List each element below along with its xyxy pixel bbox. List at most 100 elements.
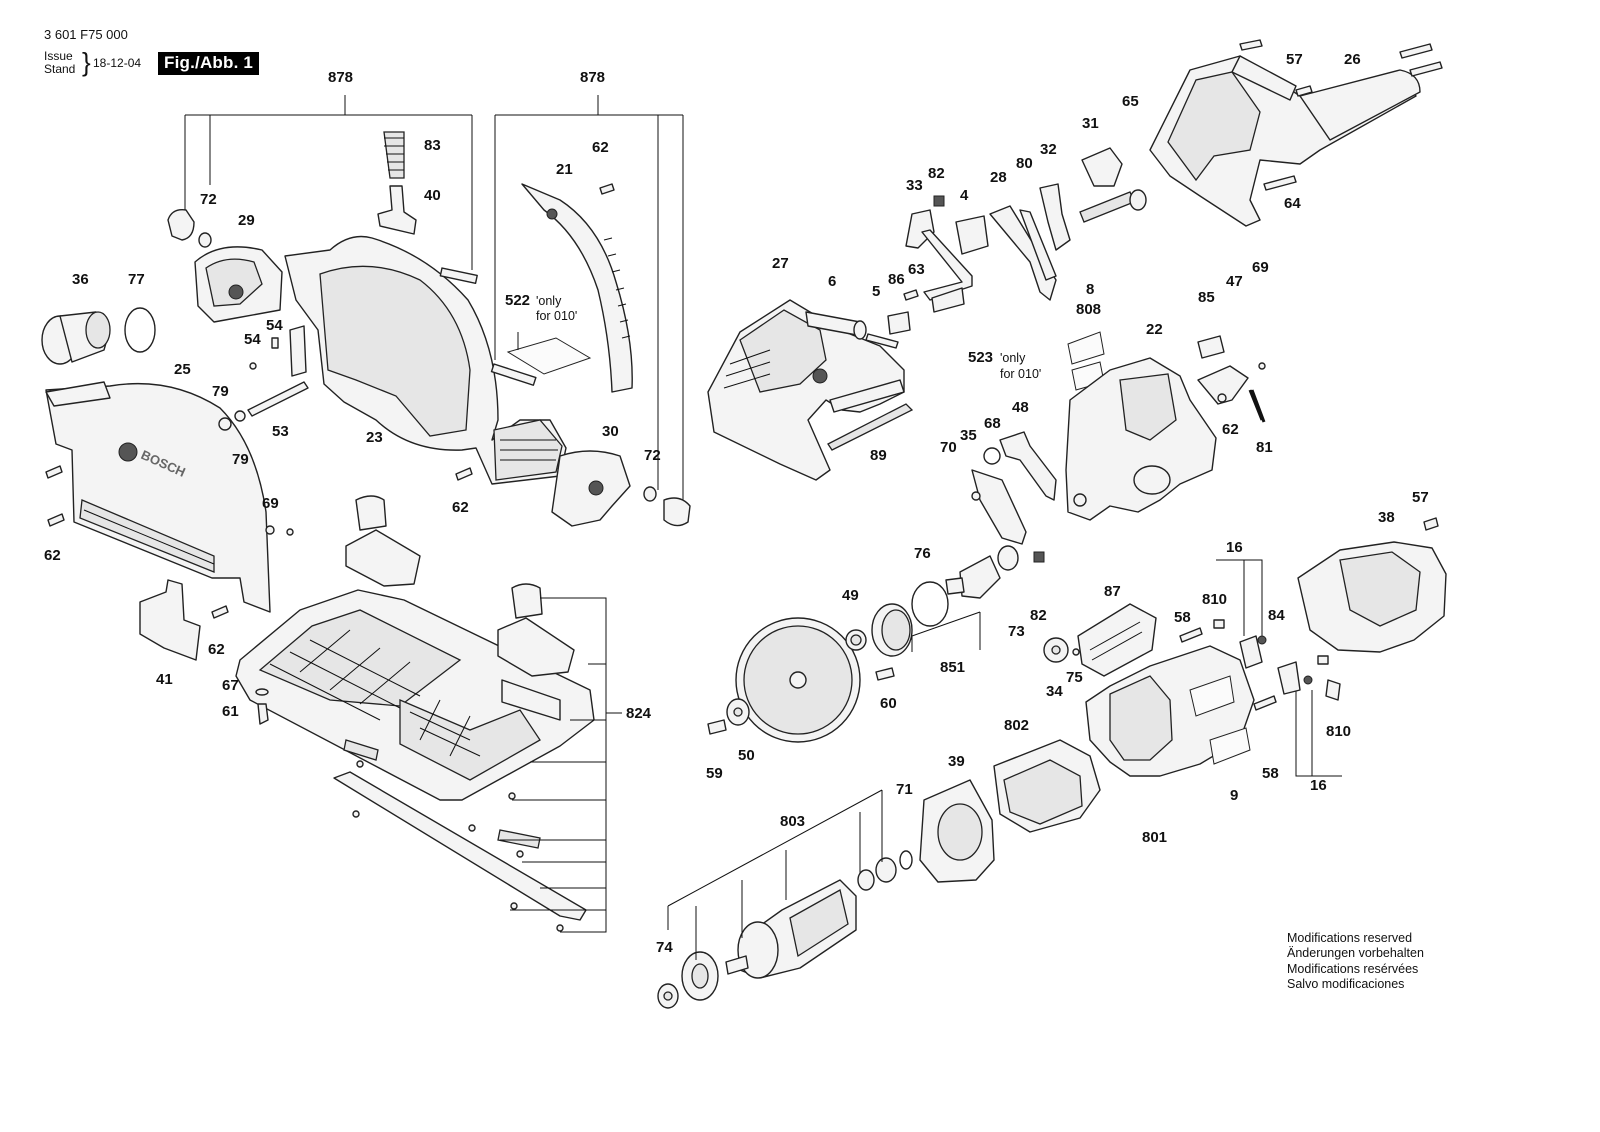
part-27-motor-housing <box>707 299 905 481</box>
label-60: 60 <box>880 695 897 712</box>
label-89: 89 <box>870 447 887 464</box>
part-77-o-ring <box>124 307 156 353</box>
part-72-cap <box>167 209 212 248</box>
label-29: 29 <box>238 212 255 229</box>
label-16-b: 16 <box>1310 777 1327 794</box>
part-824-base-plate <box>235 495 595 921</box>
label-4: 4 <box>960 187 969 204</box>
bracket-878-right <box>494 95 684 520</box>
label-86: 86 <box>888 271 905 288</box>
label-87: 87 <box>1104 583 1121 600</box>
label-41: 41 <box>156 671 173 688</box>
label-54-b: 54 <box>244 331 261 348</box>
label-82-b: 82 <box>1030 607 1047 624</box>
label-36: 36 <box>72 271 89 288</box>
part-71-washer <box>899 850 913 870</box>
label-62-a: 62 <box>592 139 609 156</box>
label-79-b: 79 <box>232 451 249 468</box>
label-803: 803 <box>780 813 805 830</box>
label-79-a: 79 <box>212 383 229 400</box>
part-48-35-68-70 <box>971 431 1057 545</box>
label-523: 523 <box>968 349 993 366</box>
label-77: 77 <box>128 271 145 288</box>
label-35: 35 <box>960 427 977 444</box>
label-69-b: 69 <box>1252 259 1269 276</box>
part-6-5-86-shafts <box>805 289 919 349</box>
part-87-brush-holder <box>1077 603 1157 677</box>
label-68: 68 <box>984 415 1001 432</box>
part-62-screw-a <box>599 183 615 195</box>
label-808: 808 <box>1076 301 1101 318</box>
label-22: 22 <box>1146 321 1163 338</box>
label-16-a: 16 <box>1226 539 1243 556</box>
part-67-61-hardware <box>255 688 564 932</box>
label-65: 65 <box>1122 93 1139 110</box>
label-33: 33 <box>906 177 923 194</box>
only-010-notes: 'only for 010' 'only for 010' <box>536 294 1041 381</box>
label-83: 83 <box>424 137 441 154</box>
part-802-stator <box>993 739 1101 833</box>
modifications-notice: Modifications reserved Änderungen vorbeh… <box>1287 931 1424 992</box>
label-49: 49 <box>842 587 859 604</box>
label-810-a: 810 <box>1202 591 1227 608</box>
label-72-b: 72 <box>644 447 661 464</box>
bracket-803-74 <box>667 789 883 960</box>
part-803-armature <box>725 857 897 979</box>
label-48: 48 <box>1012 399 1029 416</box>
note-only-010-a-line1: 'only <box>536 294 562 308</box>
label-62-b: 62 <box>452 499 469 516</box>
label-23: 23 <box>366 429 383 446</box>
part-54-53-79 <box>218 337 309 431</box>
label-851: 851 <box>940 659 965 676</box>
label-6: 6 <box>828 273 836 290</box>
label-878-left: 878 <box>328 69 353 86</box>
part-83-spring <box>383 131 405 179</box>
issue-label: Issue <box>44 49 73 63</box>
label-5: 5 <box>872 283 880 300</box>
label-72-a: 72 <box>200 191 217 208</box>
part-26-handle <box>1149 55 1421 227</box>
part-50-59-washer-screw <box>707 698 750 735</box>
part-522-sheet <box>506 332 592 375</box>
label-64: 64 <box>1284 195 1301 212</box>
part-blade <box>735 617 861 743</box>
label-81: 81 <box>1256 439 1273 456</box>
label-9: 9 <box>1230 787 1238 804</box>
label-810-b: 810 <box>1326 723 1351 740</box>
label-54-a: 54 <box>266 317 283 334</box>
part-85-47-81-62-69 <box>1197 335 1266 423</box>
part-labels: 878 878 83 40 72 29 21 62 522 36 77 25 5… <box>44 51 1429 956</box>
part-21-scale <box>521 183 633 393</box>
label-61: 61 <box>222 703 239 720</box>
part-65-31-switch <box>1079 147 1147 223</box>
part-39-fan-baffle <box>919 779 995 883</box>
part-22-gear-housing <box>1065 357 1217 521</box>
label-34: 34 <box>1046 683 1063 700</box>
part-25-saw-guard: BOSCH <box>45 381 271 613</box>
label-26: 26 <box>1344 51 1361 68</box>
label-802: 802 <box>1004 717 1029 734</box>
label-21: 21 <box>556 161 573 178</box>
part-32-80-28-switch-parts <box>989 183 1071 301</box>
part-40-knob <box>377 185 417 235</box>
note-only-010-a-line2: for 010' <box>536 309 577 323</box>
part-16-810-84-brushes <box>1179 559 1342 777</box>
part-49-60-76-flange <box>845 581 949 681</box>
label-82-a: 82 <box>928 165 945 182</box>
label-62-e: 62 <box>1222 421 1239 438</box>
label-522: 522 <box>505 292 530 309</box>
label-801: 801 <box>1142 829 1167 846</box>
part-89-cord <box>827 403 914 451</box>
part-74-bearings <box>657 951 719 1009</box>
label-27: 27 <box>772 255 789 272</box>
part-851-73-82-shaft <box>945 545 1045 599</box>
label-50: 50 <box>738 747 755 764</box>
label-75: 75 <box>1066 669 1083 686</box>
modifications-en: Modifications reserved <box>1287 931 1413 945</box>
label-67: 67 <box>222 677 239 694</box>
stand-label: Stand <box>44 62 76 76</box>
part-23-blade-guard <box>284 235 567 485</box>
bracket-878-left <box>184 95 473 270</box>
part-41-clip <box>139 579 201 661</box>
